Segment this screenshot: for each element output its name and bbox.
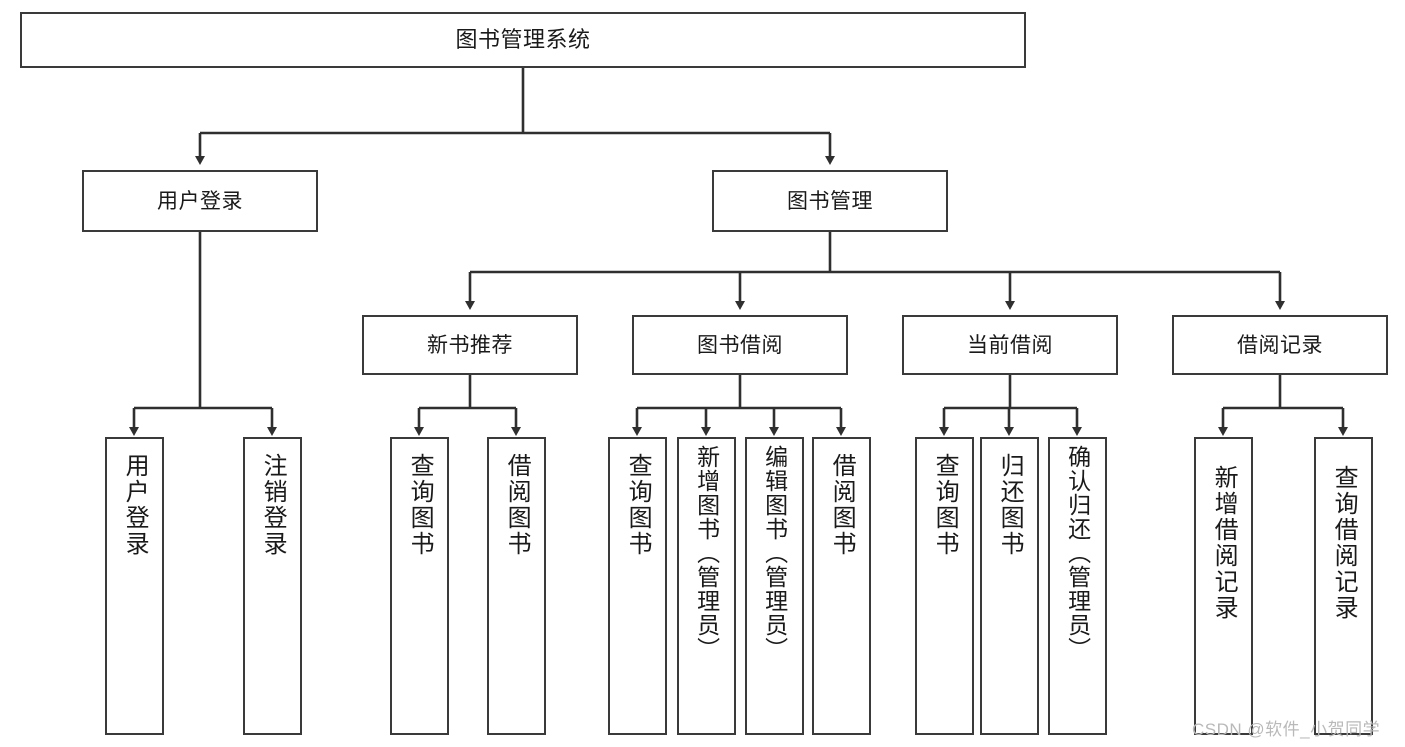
node-leaf-borrow-book-rec[interactable]: 借阅图书 [487, 437, 546, 735]
node-leaf-add-book-label: 新增图书（管理员） [693, 445, 720, 661]
node-leaf-edit-book[interactable]: 编辑图书（管理员） [745, 437, 804, 735]
node-leaf-query-book-rec-label: 查询图书 [406, 453, 434, 557]
node-user-login-label: 用户登录 [157, 189, 243, 213]
node-leaf-add-record[interactable]: 新增借阅记录 [1194, 437, 1253, 735]
node-leaf-edit-book-label: 编辑图书（管理员） [761, 445, 788, 661]
node-book-borrow-label: 图书借阅 [697, 333, 783, 357]
csdn-watermark: CSDN @软件_小贺同学 [1192, 715, 1380, 740]
node-new-book-rec-label: 新书推荐 [427, 333, 513, 357]
node-leaf-borrow-book[interactable]: 借阅图书 [812, 437, 871, 735]
node-leaf-user-login-label: 用户登录 [121, 453, 149, 557]
node-leaf-add-book[interactable]: 新增图书（管理员） [677, 437, 736, 735]
node-leaf-query-book-cur[interactable]: 查询图书 [915, 437, 974, 735]
node-leaf-borrow-book-label: 借阅图书 [828, 453, 856, 557]
node-leaf-user-login[interactable]: 用户登录 [105, 437, 164, 735]
node-leaf-confirm-return[interactable]: 确认归还（管理员） [1048, 437, 1107, 735]
node-current-borrow-label: 当前借阅 [967, 333, 1053, 357]
node-book-manage-label: 图书管理 [787, 189, 873, 213]
node-root-label: 图书管理系统 [455, 27, 591, 52]
node-borrow-record[interactable]: 借阅记录 [1172, 315, 1388, 375]
node-borrow-record-label: 借阅记录 [1237, 333, 1323, 357]
node-leaf-add-record-label: 新增借阅记录 [1210, 465, 1238, 621]
node-leaf-query-book-cur-label: 查询图书 [931, 453, 959, 557]
node-leaf-logout[interactable]: 注销登录 [243, 437, 302, 735]
node-book-manage[interactable]: 图书管理 [712, 170, 948, 232]
node-new-book-rec[interactable]: 新书推荐 [362, 315, 578, 375]
node-leaf-query-book-rec[interactable]: 查询图书 [390, 437, 449, 735]
node-book-borrow[interactable]: 图书借阅 [632, 315, 848, 375]
node-leaf-query-book-borrow-label: 查询图书 [624, 453, 652, 557]
node-leaf-logout-label: 注销登录 [259, 453, 287, 557]
node-root[interactable]: 图书管理系统 [20, 12, 1026, 68]
node-leaf-return-book-label: 归还图书 [996, 453, 1024, 557]
node-leaf-query-record[interactable]: 查询借阅记录 [1314, 437, 1373, 735]
node-leaf-query-book-borrow[interactable]: 查询图书 [608, 437, 667, 735]
node-current-borrow[interactable]: 当前借阅 [902, 315, 1118, 375]
csdn-watermark-text: CSDN @软件_小贺同学 [1192, 720, 1381, 739]
node-leaf-confirm-return-label: 确认归还（管理员） [1064, 445, 1091, 661]
node-leaf-return-book[interactable]: 归还图书 [980, 437, 1039, 735]
node-leaf-borrow-book-rec-label: 借阅图书 [503, 453, 531, 557]
node-user-login[interactable]: 用户登录 [82, 170, 318, 232]
node-leaf-query-record-label: 查询借阅记录 [1330, 465, 1358, 621]
